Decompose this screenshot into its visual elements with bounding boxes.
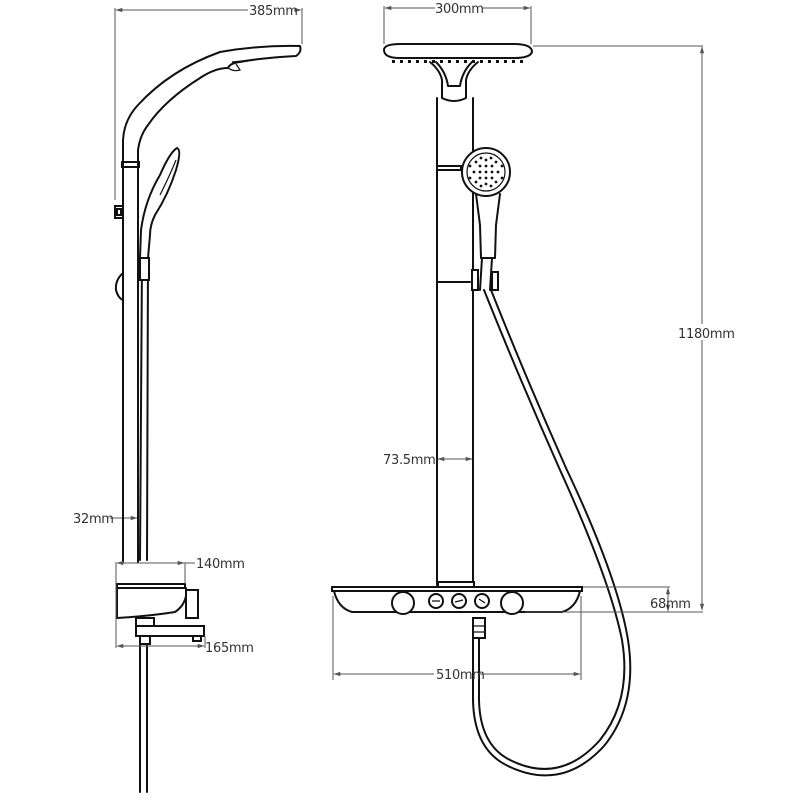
front-hose (478, 289, 626, 770)
side-hand-shower (139, 147, 181, 259)
side-shelf-body (116, 587, 187, 619)
side-hose (139, 257, 149, 561)
wall-knob (114, 270, 124, 302)
left-thermostat-knob (391, 591, 415, 615)
hand-shower-handle (475, 193, 501, 259)
front-shelf-body (333, 590, 581, 613)
rain-head-neck (429, 61, 479, 102)
dim-300mm: 300mm (435, 2, 484, 17)
shelf-riser (437, 581, 475, 588)
hand-shower-holder (436, 165, 462, 171)
dim-73-5mm: 73.5mm (383, 453, 435, 468)
dim-140mm: 140mm (196, 557, 245, 572)
side-main-pipe (122, 166, 139, 563)
hose-outlet (472, 617, 486, 639)
pipe-clamp (121, 161, 140, 168)
side-spout (135, 625, 205, 637)
side-control (185, 589, 199, 619)
dim-1180mm: 1180mm (678, 327, 735, 342)
overhead-arm (122, 44, 302, 161)
dim-68mm: 68mm (650, 597, 691, 612)
dim-510mm: 510mm (436, 668, 485, 683)
hand-shower-nozzles (468, 156, 504, 188)
rain-head-nozzles (392, 60, 523, 63)
dim-385mm: 385mm (249, 4, 298, 19)
rain-shower-head (382, 43, 534, 59)
side-view: 385mm 32mm 140mm 165mm (73, 4, 303, 793)
dim-165mm: 165mm (205, 641, 254, 656)
front-view: 300mm 1180mm 73.5mm 68mm 510mm (331, 2, 735, 777)
right-thermostat-knob (500, 591, 524, 615)
dim-32mm: 32mm (73, 512, 114, 527)
side-lower-hose (139, 643, 148, 793)
overhead-nozzles (231, 55, 293, 63)
